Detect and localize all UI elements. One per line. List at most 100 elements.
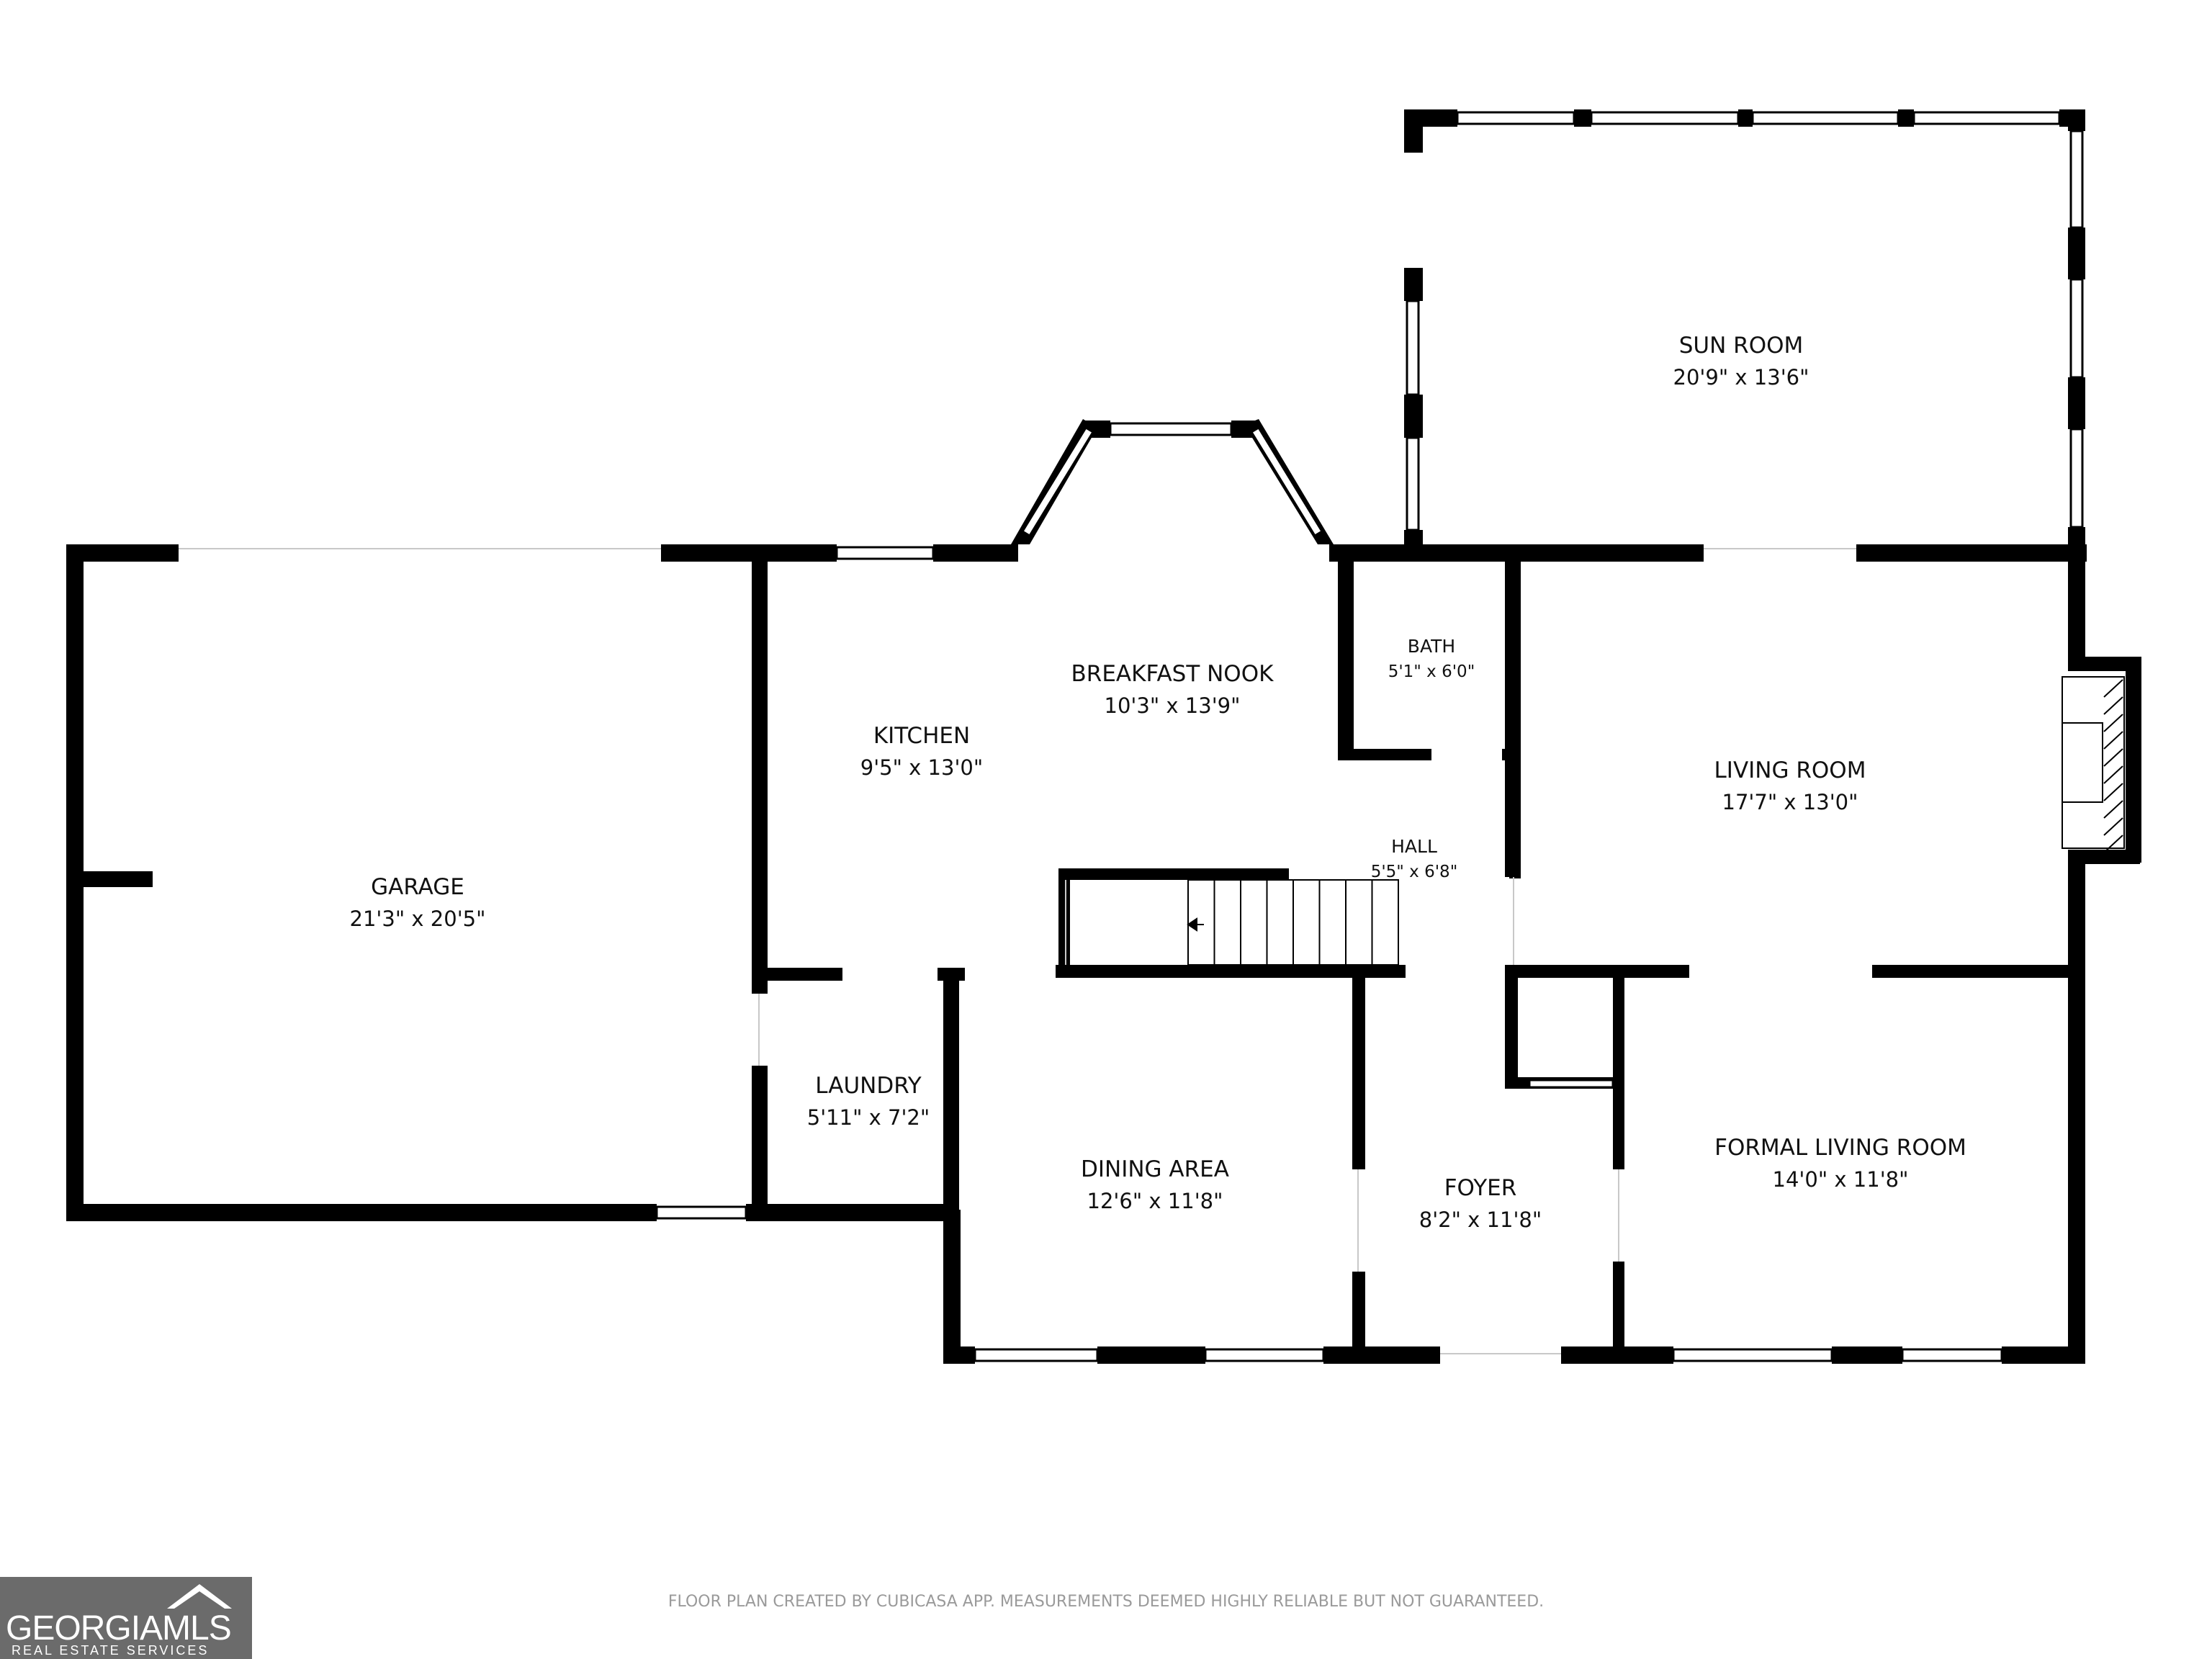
wall-sun-left-d [1404,530,1423,547]
room-name-garage: GARAGE [371,874,464,900]
fireplace-hatch-line [2103,817,2123,836]
room-dims-living-room: 17'7" x 13'0" [1722,790,1858,814]
wall-garage-stub [84,871,153,887]
window-dining-1 [974,1348,1099,1362]
room-name-living-room: LIVING ROOM [1714,757,1866,783]
wall-hall-right [1505,544,1521,877]
wall-laundry-right [943,968,959,1213]
fireplace-hatch-line [2103,731,2123,750]
wall-bath-left [1338,562,1354,760]
wall-formal-bottom-c [2002,1346,2085,1364]
openings [179,548,1856,1354]
room-dims-sun-room: 20'9" x 13'6" [1673,365,1809,390]
wall-sun-top-b [1574,109,1591,127]
walls [66,109,2141,1364]
window-garage [655,1205,747,1220]
window-bay-right [1249,426,1324,538]
wall-dining-right-b [1352,1272,1365,1364]
window-sun-right-1 [2069,130,2084,229]
window-sun-top-2 [1590,111,1740,125]
wall-foyer-right-b [1613,1262,1624,1364]
wall-sun-left-b [1404,268,1423,301]
staircase [1187,879,1399,966]
wall-kitchen-top-a [773,544,837,562]
wall-garage-top-left [66,544,179,562]
wall-bath-bottom [1338,749,1431,760]
fireplace-hatch-line [2103,800,2123,819]
wall-hall-bottom [1505,965,1689,978]
wall-dining-bottom-a [943,1346,975,1364]
wall-dining-right-a [1352,978,1365,1169]
window-bay-center [1109,422,1233,436]
wall-garage-left [66,544,84,1221]
room-name-hall: HALL [1391,836,1437,857]
wall-closet-left [1505,965,1518,1089]
wall-formal-bottom-a [1666,1346,1673,1364]
windows [655,111,2084,1362]
wall-fireplace-bottom [2068,850,2140,864]
roof-icon [167,1584,232,1609]
window-kitchen [835,546,935,560]
fireplace-hatch-line [2103,679,2123,698]
wall-sun-top-c [1738,109,1753,127]
wall-living-top [1856,544,2087,562]
fireplace-hatch-line [2103,765,2123,784]
room-name-breakfast-nook: BREAKFAST NOOK [1071,661,1274,687]
window-sun-top-3 [1751,111,1899,125]
wall-foyer-right-a [1613,975,1624,1169]
fireplace-hatch-line [2103,783,2123,801]
room-dims-foyer: 8'2" x 11'8" [1419,1208,1542,1232]
footer-disclaimer: FLOOR PLAN CREATED BY CUBICASA APP. MEAS… [667,1593,1545,1611]
wall-dining-bottom-b [1097,1346,1205,1364]
georgiamls-logo: GEORGIAMLS REAL ESTATE SERVICES [0,1577,252,1659]
room-name-laundry: LAUNDRY [815,1073,921,1099]
wall-sun-right-a [2068,109,2085,131]
wall-living-right-b [2068,861,2085,1359]
wall-sun-right-c [2068,377,2085,429]
window-sun-left-1 [1406,300,1420,396]
room-name-bath: BATH [1408,636,1455,657]
room-dims-laundry: 5'11" x 7'2" [807,1105,930,1130]
room-name-sun-room: SUN ROOM [1679,333,1804,359]
window-closet [1528,1079,1614,1089]
room-dims-formal-living-room: 14'0" x 11'8" [1773,1167,1909,1192]
room-name-dining-area: DINING AREA [1081,1156,1229,1182]
window-sun-right-2 [2069,278,2084,379]
wall-sun-right-b [2068,228,2085,279]
wall-kitchen-top-b [933,544,1018,562]
room-dims-kitchen: 9'5" x 13'0" [860,755,983,780]
room-dims-dining-area: 12'6" x 11'8" [1087,1189,1223,1213]
room-name-formal-living-room: FORMAL LIVING ROOM [1714,1135,1966,1161]
wall-fireplace-right [2126,657,2141,863]
fireplace [2062,676,2125,853]
wall-sun-top-a [1404,109,1457,127]
wall-laundry-left [752,1066,768,1210]
wall-sun-top-d [1898,109,1914,127]
wall-living-right-a [2068,544,2085,660]
labels: GARAGE 21'3" x 20'5" KITCHEN 9'5" x 13'0… [350,333,1966,1232]
wall-fireplace-top [2068,657,2140,671]
window-bay-left [1020,426,1095,538]
wall-garage-bottom [66,1204,657,1221]
window-sun-top-4 [1912,111,2061,125]
fireplace-hatch-line [2103,714,2123,732]
room-dims-hall: 5'5" x 6'8" [1371,863,1458,881]
wall-stair-bottom [1056,965,1406,978]
stair-arrow-head [1187,917,1197,932]
window-formal-1 [1672,1348,1833,1362]
wall-formal-top [1872,965,2085,978]
wall-dining-left [943,1210,961,1364]
fireplace-hatch-line [2103,748,2123,767]
room-dims-bath: 5'1" x 6'0" [1388,662,1475,681]
logo-tagline: REAL ESTATE SERVICES [12,1643,210,1658]
fireplace-hatch-line [2103,835,2123,853]
fireplace-firebox [2062,722,2103,803]
wall-garage-top-right [661,544,773,562]
window-sun-left-2 [1406,436,1420,531]
wall-kitchen-left [752,562,768,994]
room-name-foyer: FOYER [1444,1175,1517,1201]
wall-formal-bottom-b [1832,1346,1902,1364]
wall-stair-top [1058,868,1289,880]
window-formal-2 [1901,1348,2003,1362]
